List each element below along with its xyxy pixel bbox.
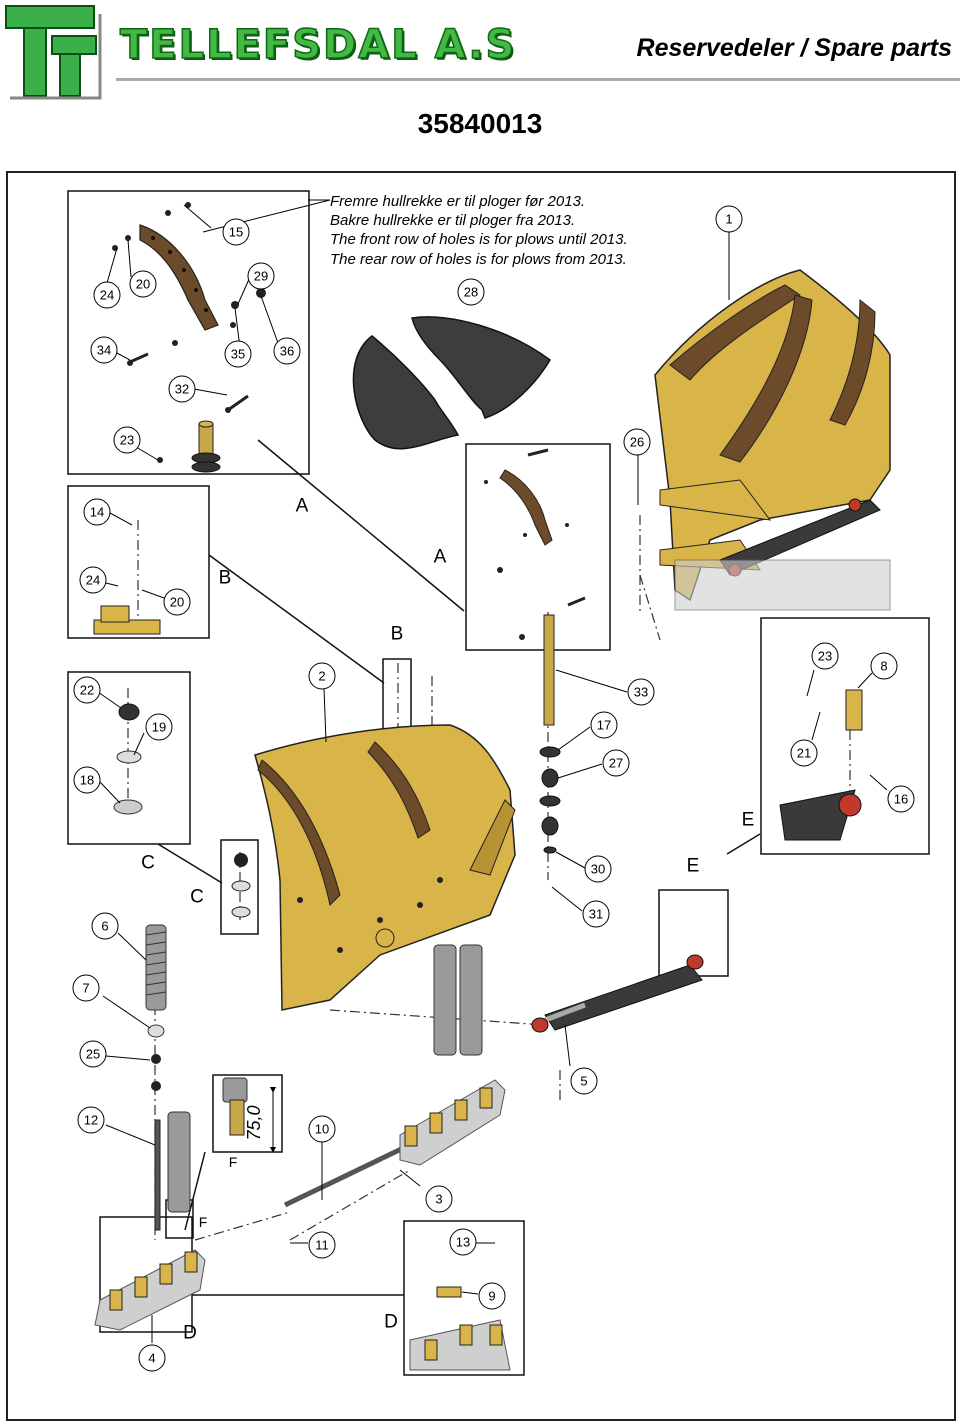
note-line: The front row of holes is for plows unti…	[330, 231, 628, 248]
callout-20: 20	[136, 277, 150, 292]
page-subtitle: Reservedeler / Spare parts	[636, 34, 952, 62]
callout-23: 23	[818, 649, 832, 664]
detail-letter-b: B	[391, 624, 404, 645]
inset-detail-f	[212, 1074, 283, 1153]
rod	[154, 1119, 161, 1231]
pivot-bolt	[191, 420, 221, 473]
pin	[543, 614, 555, 726]
callout-35: 35	[231, 347, 245, 362]
callout-15: 15	[229, 225, 243, 240]
detail-letter-d: D	[384, 1312, 398, 1333]
callout-8: 8	[880, 659, 887, 674]
callout-16: 16	[894, 792, 908, 807]
callout-22: 22	[80, 683, 94, 698]
washer	[539, 746, 561, 758]
callout-26: 26	[630, 435, 644, 450]
blade-assembly-top	[654, 269, 891, 611]
detail-letter-e: E	[742, 810, 755, 831]
detail-letter-a: A	[434, 547, 447, 568]
callout-2: 2	[318, 669, 325, 684]
note-line: Fremre hullrekke er til ploger før 2013.	[330, 193, 585, 210]
note-line: Bakre hullrekke er til ploger fra 2013.	[330, 212, 575, 229]
callout-31: 31	[589, 907, 603, 922]
spring	[459, 944, 483, 1056]
callout-33: 33	[634, 685, 648, 700]
inset-c-small	[220, 839, 259, 935]
callout-13: 13	[456, 1235, 470, 1250]
spring	[167, 1111, 191, 1213]
callout-24: 24	[100, 288, 114, 303]
bushing	[541, 816, 559, 836]
main-blade	[254, 724, 516, 1011]
callout-21: 21	[797, 746, 811, 761]
inset-b-small	[382, 658, 412, 738]
header-rule	[116, 78, 960, 81]
detail-letter-f: F	[229, 1154, 238, 1170]
callout-14: 14	[90, 505, 104, 520]
part-number: 35840013	[417, 108, 543, 139]
callout-10: 10	[315, 1122, 329, 1137]
callout-9: 9	[488, 1289, 495, 1304]
callout-24: 24	[86, 573, 100, 588]
note-line: The rear row of holes is for plows from …	[330, 251, 627, 268]
dimension-label: 75,0	[244, 1105, 264, 1140]
connector-line	[257, 439, 465, 612]
tellefsdal-logo-icon	[5, 5, 102, 100]
callout-3: 3	[435, 1192, 442, 1207]
connector-line	[184, 1151, 206, 1231]
inset-wear-plate	[67, 190, 310, 475]
callout-23: 23	[120, 433, 134, 448]
hydraulic-cylinder	[531, 954, 704, 1033]
detail-letter-a: A	[296, 496, 309, 517]
detail-letter-d: D	[183, 1323, 197, 1344]
brand-name: TELLEFSDAL A.S	[119, 21, 517, 69]
detail-letter-c: C	[141, 853, 155, 874]
callout-18: 18	[80, 773, 94, 788]
callout-17: 17	[597, 718, 611, 733]
spring	[222, 1077, 248, 1103]
detail-letter-e: E	[687, 856, 700, 877]
diagram-frame	[6, 171, 956, 1421]
callout-7: 7	[82, 981, 89, 996]
inset-detail-c	[67, 671, 191, 845]
hitch-plate	[399, 1079, 506, 1166]
callout-12: 12	[84, 1113, 98, 1128]
callout-5: 5	[580, 1074, 587, 1089]
detail-letter-c: C	[190, 887, 204, 908]
bushing	[541, 768, 559, 788]
connector-line	[208, 554, 385, 684]
connector-line	[157, 843, 223, 884]
inset-detail-e	[760, 617, 930, 855]
rod	[283, 1137, 422, 1208]
connector-line	[726, 833, 761, 855]
callout-36: 36	[280, 344, 294, 359]
callout-25: 25	[86, 1047, 100, 1062]
header: TELLEFSDAL A.S Reservedeler / Spare part…	[0, 0, 960, 139]
washer	[539, 795, 561, 807]
inset-detail-b	[67, 485, 210, 639]
callout-29: 29	[254, 269, 268, 284]
inset-detail-a	[465, 443, 611, 651]
callout-19: 19	[152, 720, 166, 735]
cylinder-bracket	[779, 789, 856, 841]
inset-detail-d	[403, 1220, 525, 1376]
detail-letter-b: B	[219, 568, 232, 589]
callout-32: 32	[175, 382, 189, 397]
rubber-flap	[352, 316, 551, 450]
callout-4: 4	[148, 1351, 155, 1366]
callout-28: 28	[464, 285, 478, 300]
callout-11: 11	[315, 1238, 329, 1253]
callout-34: 34	[97, 343, 111, 358]
callout-20: 20	[170, 595, 184, 610]
detail-letter-f: F	[199, 1214, 208, 1230]
callout-6: 6	[101, 919, 108, 934]
spring	[145, 924, 167, 1011]
wear-plate-strip	[139, 224, 219, 331]
washer	[543, 846, 557, 854]
callout-1: 1	[725, 212, 732, 227]
spring	[433, 944, 457, 1056]
callout-30: 30	[591, 862, 605, 877]
callout-27: 27	[609, 756, 623, 771]
